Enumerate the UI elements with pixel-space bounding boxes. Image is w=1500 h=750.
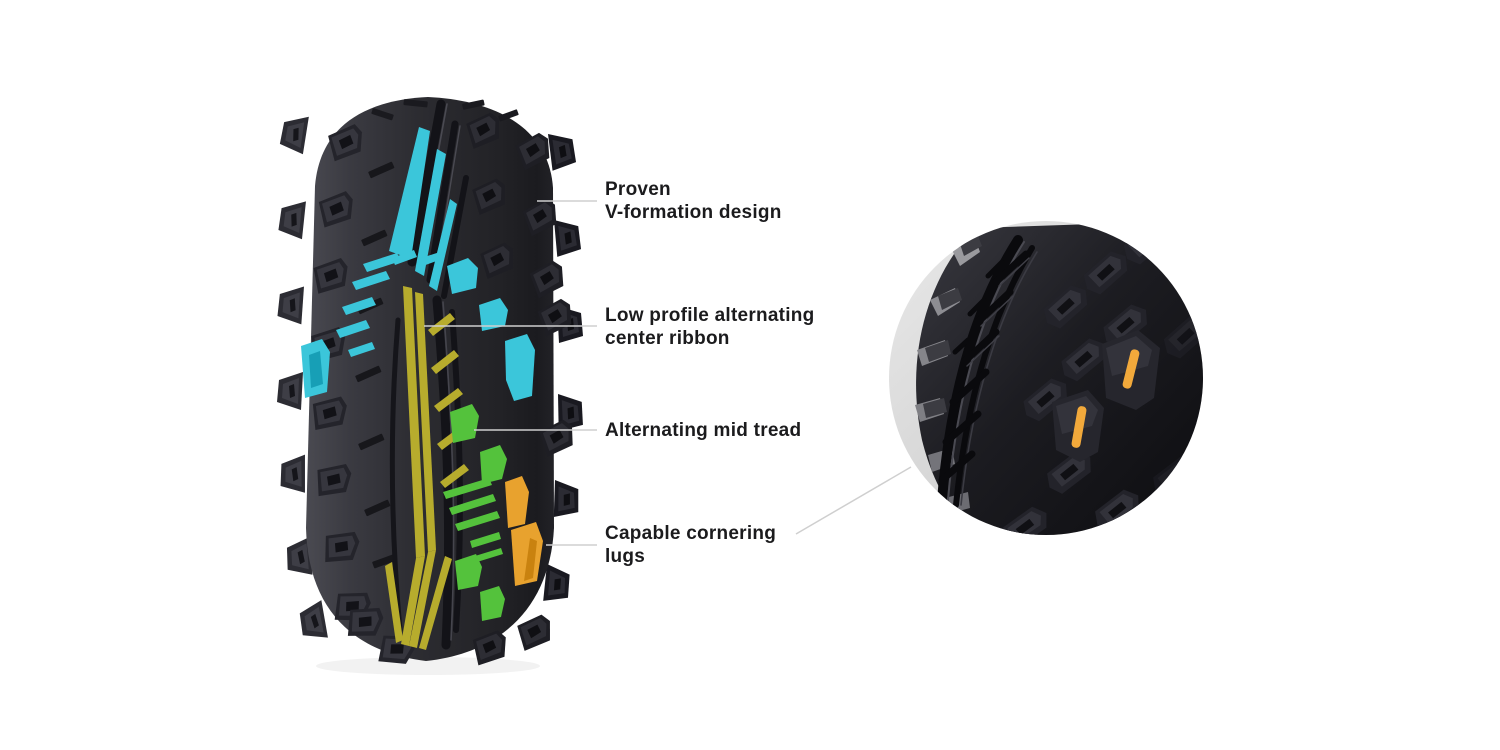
annotation-cornering-lugs-label: Capable cornering lugs bbox=[605, 522, 776, 568]
leader-detail-circle bbox=[795, 466, 912, 535]
annotation-mid-tread-label: Alternating mid tread bbox=[605, 419, 801, 442]
annotation-text-line: Proven bbox=[605, 179, 671, 200]
annotation-v-formation-label: Proven V-formation design bbox=[605, 178, 782, 224]
cornering-lugs-highlight bbox=[505, 476, 543, 586]
v-formation-highlight bbox=[301, 127, 535, 401]
leader-lines bbox=[424, 200, 912, 546]
detail-circle-content bbox=[915, 221, 1203, 535]
annotation-text-line: Capable cornering bbox=[605, 523, 777, 544]
center-ribbon-highlight bbox=[385, 286, 469, 650]
annotation-text-line: V-formation design bbox=[605, 202, 782, 223]
annotation-text-line: Alternating mid tread bbox=[605, 420, 802, 441]
detail-circle bbox=[889, 221, 1203, 535]
detail-spine-grooves bbox=[937, 235, 1038, 508]
detail-sipe-highlights bbox=[1071, 349, 1140, 448]
annotation-center-ribbon-label: Low profile alternating center ribbon bbox=[605, 304, 814, 350]
tire-illustration bbox=[277, 97, 584, 675]
annotation-text-line: center ribbon bbox=[605, 328, 730, 349]
mid-tread-highlight bbox=[443, 404, 507, 621]
annotation-text-line: lugs bbox=[605, 546, 646, 567]
annotation-text-line: Low profile alternating bbox=[605, 305, 815, 326]
